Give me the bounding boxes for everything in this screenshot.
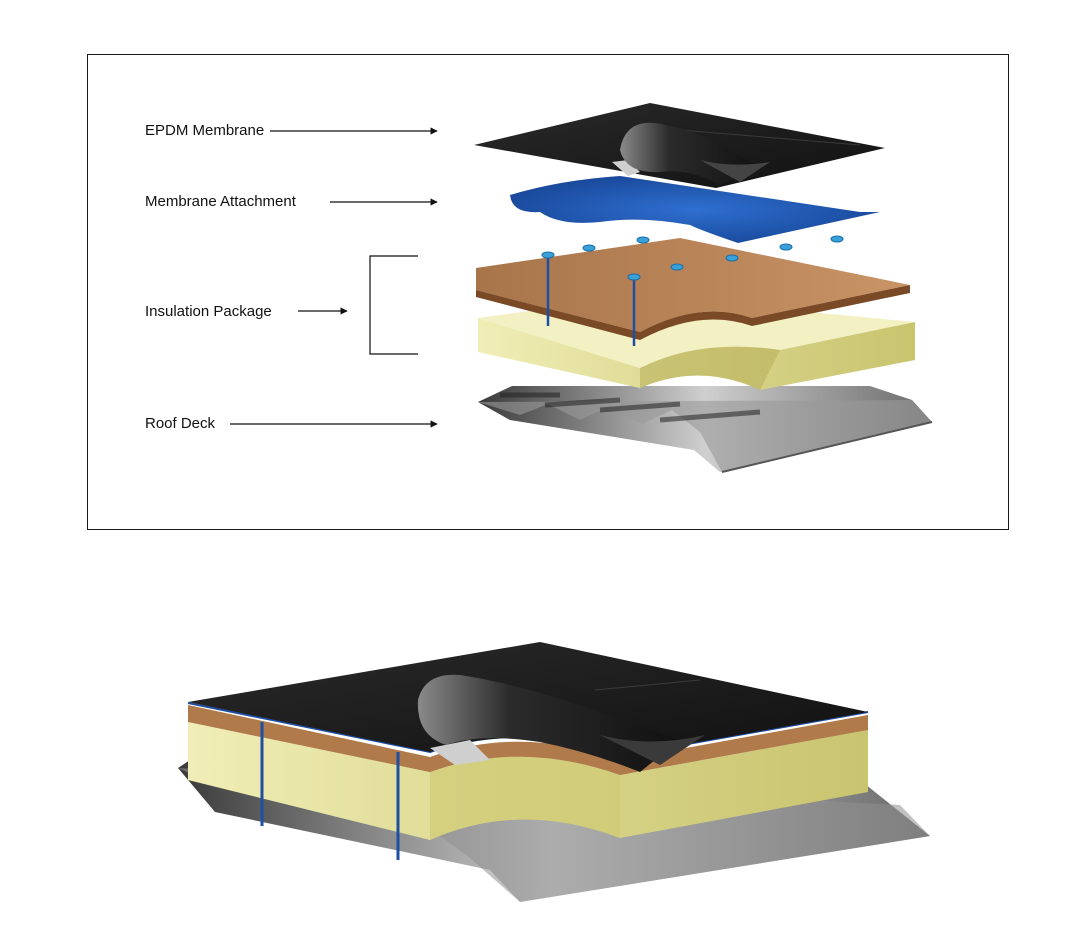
label-roof-deck: Roof Deck [145,415,216,432]
label-epdm-membrane: EPDM Membrane [145,122,265,139]
label-membrane-attachment: Membrane Attachment [145,193,296,210]
label-insulation-package: Insulation Package [145,303,272,320]
epdm-membrane-layer [474,103,885,188]
cover-board-layer [476,238,910,340]
assembled-roof-system [178,642,930,902]
fasteners [541,235,844,346]
leader-arrows [230,127,438,428]
membrane-attachment-layer [510,176,880,243]
exploded-view-frame [87,54,1009,530]
insulation-bracket [369,255,418,355]
roof-deck-layer [478,386,933,473]
